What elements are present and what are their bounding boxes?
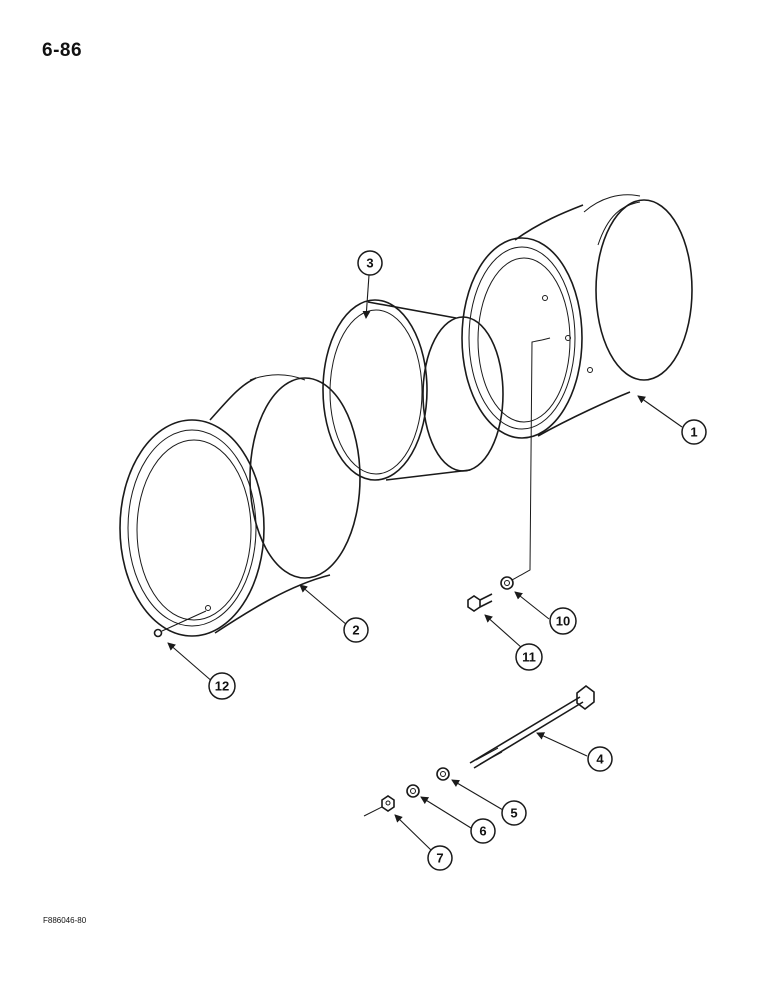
callout-7: 7 (427, 845, 453, 871)
callout-4: 4 (587, 746, 613, 772)
nut-10 (500, 576, 514, 590)
leader-7 (394, 814, 434, 853)
svg-text:11: 11 (522, 650, 536, 665)
svg-text:2: 2 (352, 623, 359, 638)
callout-5: 5 (501, 800, 527, 826)
valve-12 (153, 610, 207, 638)
figure-code: F886046-80 (43, 916, 87, 925)
leader-1 (637, 395, 683, 428)
callout-12: 12 (208, 672, 236, 700)
leader-12 (167, 642, 215, 684)
svg-text:10: 10 (556, 614, 570, 629)
long-bolt (469, 684, 595, 769)
leader-6 (420, 796, 472, 829)
callout-6: 6 (470, 818, 496, 844)
svg-text:7: 7 (436, 851, 443, 866)
callout-11: 11 (515, 643, 543, 671)
nut-7 (363, 795, 395, 817)
rim-half-right (461, 194, 693, 439)
svg-text:5: 5 (510, 806, 517, 821)
leader-5 (451, 779, 504, 811)
leader-3 (362, 274, 371, 319)
leader-2 (299, 584, 348, 626)
callout-1: 1 (681, 419, 707, 445)
leader-11 (484, 614, 523, 649)
bolt-11 (467, 593, 493, 612)
center-band (322, 299, 504, 481)
washer-6 (406, 784, 420, 798)
callout-2: 2 (343, 617, 369, 643)
svg-text:1: 1 (690, 425, 697, 440)
svg-text:6: 6 (479, 824, 486, 839)
svg-text:12: 12 (215, 679, 229, 694)
callout-3: 3 (357, 250, 383, 276)
svg-text:3: 3 (366, 256, 373, 271)
page-number: 6-86 (42, 40, 83, 61)
rim-half-left (119, 374, 361, 637)
leader-4 (536, 732, 588, 757)
washer-5 (436, 767, 450, 781)
svg-text:4: 4 (596, 752, 604, 767)
leader-10 (514, 591, 550, 620)
callout-10: 10 (549, 607, 577, 635)
